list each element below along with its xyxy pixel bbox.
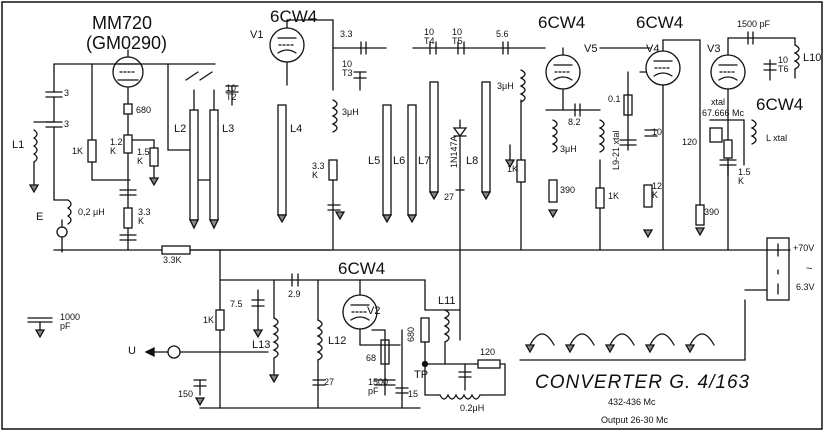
mm720-label: MM720 (92, 13, 153, 33)
u-label: U (128, 345, 136, 357)
input-network (28, 63, 331, 255)
v2-tube-symbol (144, 249, 506, 409)
l10-label: L10 (803, 52, 822, 64)
p70v-label: +70V (793, 243, 815, 253)
l3uh-a-label: 3μH (342, 107, 359, 117)
c33-label: 3.3 (340, 29, 353, 39)
v1-tube-symbol (269, 19, 387, 251)
lxtal-label: L xtal (766, 133, 788, 143)
c15-label: 15 (408, 389, 419, 399)
l4-label: L4 (290, 123, 303, 135)
c68-label: 68 (366, 353, 377, 363)
c10t2-label: 10 T2 (226, 83, 237, 102)
l2-label: L2 (174, 123, 187, 135)
c75-label: 7.5 (230, 299, 243, 309)
l5-l8-lines (381, 41, 546, 341)
c3a-label: 3 (64, 88, 70, 98)
v4-tube-symbol (619, 39, 706, 251)
input-frequency: 432-436 Mc (608, 397, 656, 407)
t6-label: 10 T6 (778, 55, 789, 74)
l13-label: L13 (252, 339, 271, 351)
r15k-b-label: 1.5 K (738, 167, 751, 186)
l12-label: L12 (328, 335, 347, 347)
c1500b-label: 1500 pF (368, 377, 389, 396)
l1-label: L1 (12, 139, 25, 151)
l3uh-b-label: 3μH (497, 81, 514, 91)
diode-label: 1N147A (449, 135, 459, 168)
r12k-b-label: 12 K (652, 181, 663, 200)
tp-label: TP (414, 369, 429, 381)
c27a-label: 27 (444, 192, 455, 202)
converter-title: CONVERTER G. 4/163 (535, 372, 751, 393)
l7-label: L7 (418, 155, 431, 167)
v1-type-label: 6CW4 (270, 7, 318, 26)
v2-label: V2 (367, 305, 381, 317)
c82-label: 8.2 (568, 117, 581, 127)
r33k-v-label: 3.3 K (138, 207, 151, 226)
v5-type-label: 6CW4 (538, 13, 586, 32)
xtal-label: xtal (711, 97, 726, 107)
l3-label: L3 (222, 123, 235, 135)
l11-label: L11 (438, 295, 456, 307)
t5-label: 10 T5 (452, 27, 463, 46)
l8-label: L8 (466, 155, 479, 167)
c1500a-label: 1500 pF (737, 19, 771, 29)
ac-label: ~ (806, 263, 813, 275)
t4-label: 10 T4 (424, 27, 435, 46)
e-label: E (36, 211, 44, 223)
r390a-label: 390 (560, 185, 576, 195)
c56-label: 5.6 (496, 29, 509, 39)
r1k-label: 1K (72, 146, 84, 156)
c10t3-label: 10 T3 (342, 59, 353, 78)
r33k-h-label: 3.3K (163, 255, 182, 265)
l6-label: L6 (393, 155, 406, 167)
l02a-label: 0,2 μH (78, 207, 105, 217)
v5-label: V5 (584, 43, 598, 55)
r680b-label: 680 (406, 326, 416, 342)
r01-label: 0.1 (608, 94, 621, 104)
bypass-capacitor-symbol (27, 317, 53, 339)
output-frequency: Output 26-30 Mc (601, 415, 669, 425)
c27b-label: 27 (324, 377, 335, 387)
v5-tube-symbol (504, 47, 651, 251)
l2-l3-lines (167, 63, 239, 230)
r12k-label: 1.2 K (110, 137, 123, 156)
v3-label: V3 (707, 43, 721, 55)
r390b-label: 390 (704, 207, 720, 217)
v4-label: V4 (646, 43, 660, 55)
r33k-b-label: 3.3 K (312, 161, 325, 180)
gm0290-label: (GM0290) (86, 33, 168, 53)
c1000-label: 1000 pF (60, 312, 81, 331)
r680-label: 680 (136, 105, 152, 115)
l5-label: L5 (368, 155, 381, 167)
v2-type-label: 6CW4 (338, 259, 386, 278)
r1k-b-label: 1K (507, 164, 519, 174)
l3uh-c-label: 3μH (560, 144, 577, 154)
c29-label: 2.9 (288, 289, 301, 299)
xtal-freq-label: 67.666 Mc (702, 108, 745, 118)
l02b-label: 0.2μH (460, 403, 485, 413)
v1-label: V1 (250, 29, 264, 41)
r1k-d-label: 1K (203, 315, 215, 325)
v3-type-label: 6CW4 (756, 95, 804, 114)
v4-type-label: 6CW4 (636, 13, 684, 32)
r150-label: 150 (178, 389, 194, 399)
r1k-c-label: 1K (608, 191, 620, 201)
l9-label: L9-21 xtal (611, 130, 621, 170)
c10b-label: 10 (652, 127, 663, 137)
c120-label: 120 (682, 137, 698, 147)
p63v-label: 6.3V (796, 282, 815, 292)
power-bus (189, 237, 791, 361)
mm720-tube-symbol (112, 49, 144, 109)
c120b-label: 120 (480, 347, 496, 357)
v3-tube-symbol (709, 31, 800, 251)
c3b-label: 3 (64, 119, 70, 129)
r15k-label: 1.5 K (137, 147, 150, 166)
